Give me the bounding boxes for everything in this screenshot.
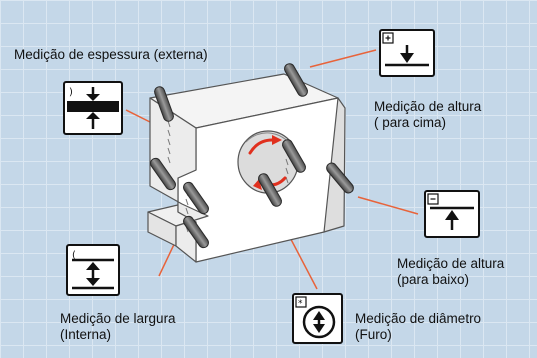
external-thickness-icon: )	[63, 81, 123, 135]
probe-height-down	[326, 162, 354, 194]
height-up-icon	[379, 29, 435, 77]
height-up-callout: Medição de altura ( para cima)	[374, 99, 481, 131]
width-label-line2: (Interna)	[60, 327, 112, 342]
probe-diameter-top	[282, 139, 306, 173]
height-up-label-line1: Medição de altura	[374, 99, 482, 114]
height-down-label-line1: Medição de altura	[397, 256, 505, 271]
svg-text:): )	[69, 87, 73, 98]
svg-text:(: (	[72, 250, 76, 261]
width-callout: Medição de largura (Interna)	[60, 311, 176, 343]
probe-width-top	[183, 181, 209, 215]
height-down-label-line2: (para baixo)	[397, 272, 470, 287]
bore-diameter-icon: *	[292, 293, 343, 344]
diameter-callout: Medição de diâmetro (Furo)	[355, 311, 481, 343]
probe-diameter-bottom	[258, 173, 282, 207]
height-down-callout: Medição de altura (para baixo)	[397, 256, 504, 288]
thickness-callout: Medição de espessura (externa)	[14, 47, 208, 63]
height-down-icon	[424, 190, 480, 238]
thickness-label: Medição de espessura (externa)	[14, 47, 208, 62]
probes	[150, 63, 354, 249]
workpiece-block	[147, 73, 346, 263]
internal-width-icon: (	[66, 244, 120, 296]
probe-height-up	[284, 63, 308, 97]
probe-thickness-bottom	[150, 157, 176, 191]
height-up-label-line2: ( para cima)	[374, 115, 447, 130]
probe-thickness-top	[154, 86, 174, 122]
diameter-label-line2: (Furo)	[355, 327, 392, 342]
probe-width-bottom	[183, 215, 209, 249]
width-label-line1: Medição de largura	[60, 311, 176, 326]
diameter-label-line1: Medição de diâmetro	[355, 311, 482, 326]
svg-text:*: *	[298, 299, 303, 309]
